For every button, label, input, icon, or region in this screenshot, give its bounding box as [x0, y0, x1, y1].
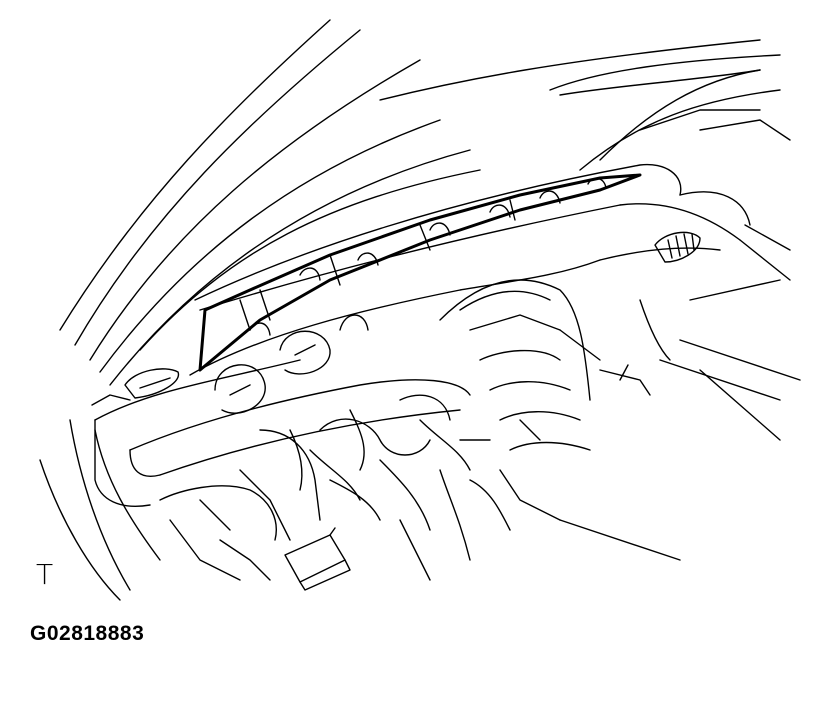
gauge-cluster — [214, 314, 369, 414]
left-air-vent — [124, 368, 180, 399]
instrument-panel — [94, 247, 801, 507]
steering-column — [159, 429, 321, 581]
right-air-vent — [654, 231, 701, 263]
figure-code: G02818883 — [30, 622, 145, 645]
marker-t: T — [36, 558, 54, 591]
left-body-edge — [39, 394, 161, 601]
center-stack — [439, 279, 601, 451]
lower-box — [284, 527, 351, 591]
windshield-frame — [59, 19, 791, 386]
dashboard-top — [194, 163, 791, 311]
wiring-harness — [289, 394, 681, 581]
defroster-nozzle — [198, 173, 642, 372]
